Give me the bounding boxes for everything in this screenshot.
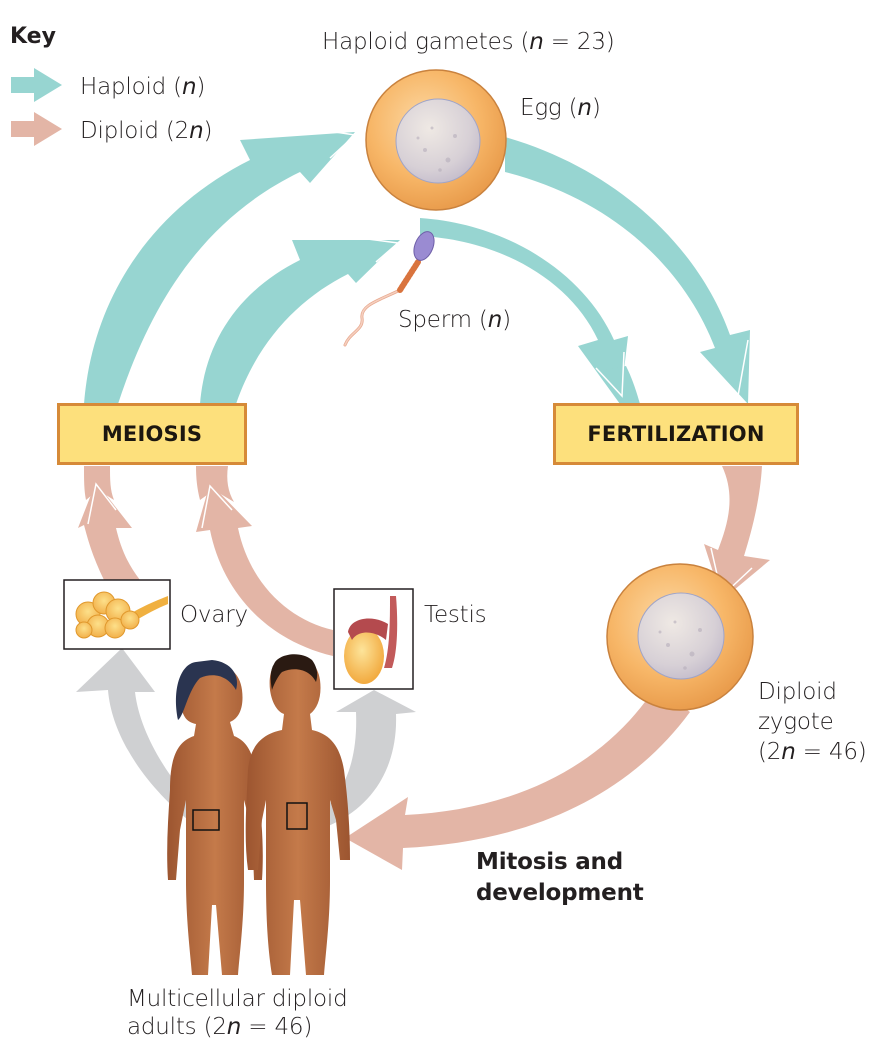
fertilization-box: FERTILIZATION <box>553 403 799 465</box>
female-figure-silhouette <box>167 660 263 975</box>
mitosis-label-line1: Mitosis and <box>476 849 623 875</box>
haploid-arrow-meiosis-to-sperm <box>200 237 400 404</box>
egg-cell <box>365 69 507 211</box>
testis-location-box <box>286 802 308 830</box>
adult-figures <box>167 654 350 975</box>
meiosis-box: MEIOSIS <box>57 403 247 465</box>
diploid-arrow-ovary-to-meiosis <box>78 466 140 580</box>
grey-arrow-to-ovary <box>76 648 200 823</box>
male-figure-silhouette <box>245 654 350 975</box>
key-haploid-arrow-icon <box>11 68 62 102</box>
key-diploid-arrow-icon <box>11 112 62 146</box>
haploid-arrow-sperm-to-fertilization <box>420 218 640 404</box>
adults-label-line2: adults (2n = 46) <box>127 1014 313 1040</box>
ovary-location-box <box>192 809 220 831</box>
zygote-label-line1: Diploid <box>758 679 837 705</box>
testis-label: Testis <box>424 602 487 628</box>
diploid-arrow-mitosis <box>345 688 690 870</box>
grey-arrow-to-testis <box>308 690 416 830</box>
haploid-arrow-meiosis-to-egg <box>84 129 357 404</box>
zygote-label-line3: (2n = 46) <box>758 739 867 765</box>
adults-label-line1: Multicellular diploid <box>127 986 348 1012</box>
gametes-label: Haploid gametes (n = 23) <box>322 29 615 55</box>
diploid-arrow-testis-to-meiosis <box>196 466 333 656</box>
sperm-cell <box>343 231 435 347</box>
zygote-label-line2: zygote <box>758 709 834 735</box>
mitosis-label-line2: development <box>476 880 644 906</box>
key-title: Key <box>10 24 56 49</box>
testis-illustration <box>333 588 414 690</box>
egg-label: Egg (n) <box>520 95 601 121</box>
key-diploid-label: Diploid (2n) <box>80 118 213 144</box>
fertilization-label: FERTILIZATION <box>587 422 765 446</box>
ovary-illustration <box>63 579 171 650</box>
sperm-label: Sperm (n) <box>398 307 511 333</box>
ovary-label: Ovary <box>180 602 248 628</box>
haploid-arrow-egg-to-fertilization <box>505 137 750 404</box>
zygote-cell <box>606 563 754 711</box>
key-haploid-label: Haploid (n) <box>80 74 206 100</box>
meiosis-label: MEIOSIS <box>101 422 203 446</box>
